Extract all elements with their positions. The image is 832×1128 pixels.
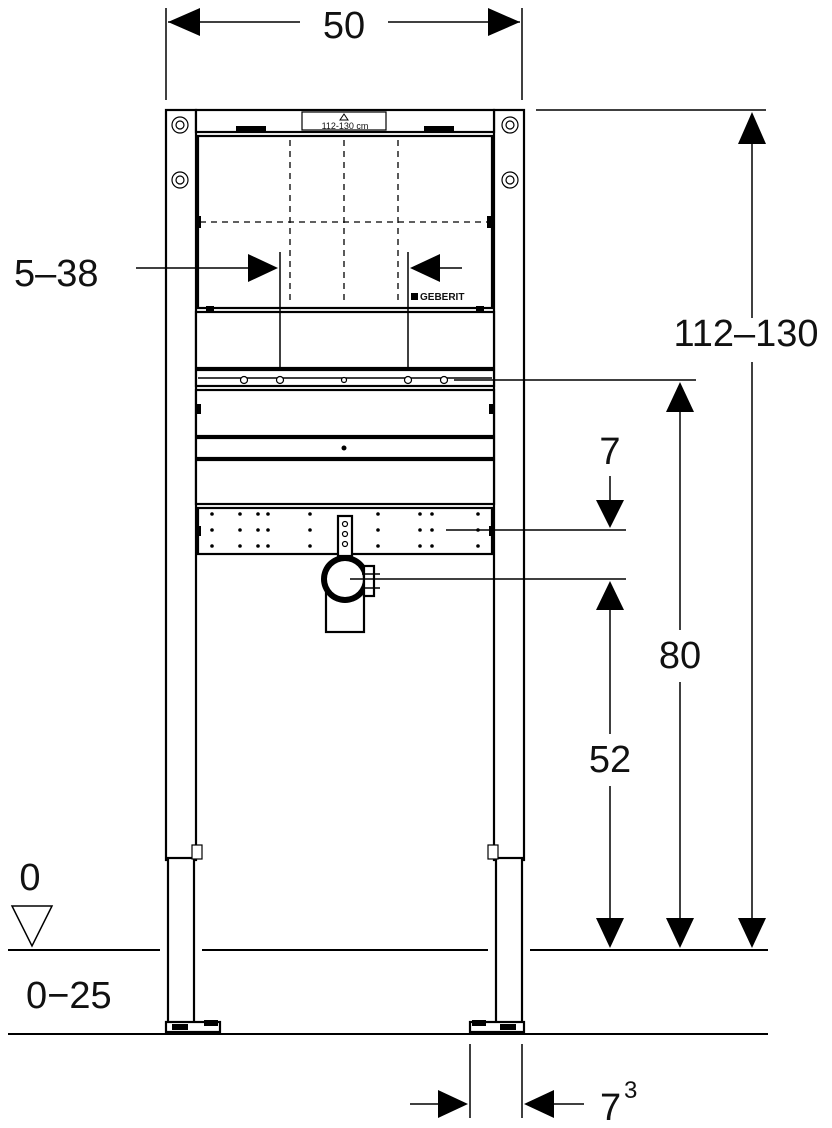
- floor-zero-label: 0: [19, 857, 40, 899]
- right-upright: [468, 108, 526, 1034]
- mounting-panel: [196, 134, 494, 312]
- height-80-label: 80: [659, 635, 701, 677]
- rail-a: [194, 388, 496, 438]
- floor-build-up-label: 0−25: [26, 975, 112, 1017]
- brand-logo: GEBERIT: [420, 292, 464, 303]
- height-range-dimension: [738, 112, 766, 948]
- offset-7-label: 7: [599, 431, 620, 473]
- height-range-label: 112–130: [673, 313, 818, 355]
- rail-c: [194, 458, 496, 506]
- height-80-dimension: [666, 382, 694, 948]
- offset-7-dimension: [596, 476, 624, 528]
- height-52-dimension: [596, 581, 624, 948]
- finished-floor-line: [8, 905, 768, 951]
- top-rail: [194, 108, 496, 134]
- frame-height-label: 112-130 cm: [322, 121, 369, 131]
- middle-panel: [194, 310, 496, 370]
- extension-lines: [350, 109, 766, 580]
- brand-logo-mark: [411, 293, 418, 300]
- width-label: 50: [323, 5, 365, 47]
- width-dimension: [165, 8, 523, 100]
- foot-depth-label: 7: [600, 1087, 621, 1128]
- waste-spacing-dimension: [136, 252, 462, 376]
- foot-depth-superscript: 3: [624, 1077, 637, 1104]
- waste-spacing-label: 5–38: [14, 253, 99, 295]
- waste-outlet: [321, 514, 380, 634]
- adjustable-crossbar: [194, 368, 496, 388]
- height-52-label: 52: [589, 739, 631, 781]
- left-upright: [164, 108, 222, 1034]
- foot-depth-dimension: [410, 1044, 584, 1118]
